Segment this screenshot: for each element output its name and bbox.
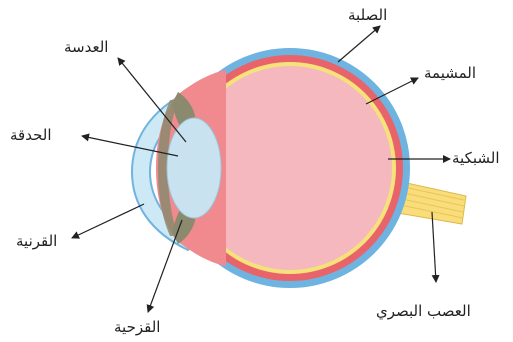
label-iris: القزحية bbox=[114, 318, 160, 336]
label-pupil: الحدقة bbox=[10, 126, 52, 144]
lens bbox=[167, 118, 221, 218]
label-sclera: الصلبة bbox=[348, 6, 387, 24]
label-choroid: المشيمة bbox=[424, 64, 476, 82]
label-lens: العدسة bbox=[64, 38, 108, 56]
arrow-sclera bbox=[338, 26, 380, 62]
arrow-cornea bbox=[72, 204, 144, 238]
label-optic-nerve: العصب البصري bbox=[376, 302, 471, 320]
label-retina: الشبكية bbox=[452, 149, 500, 167]
arrow-optic-nerve bbox=[432, 212, 436, 282]
label-cornea: القرنية bbox=[16, 232, 57, 250]
